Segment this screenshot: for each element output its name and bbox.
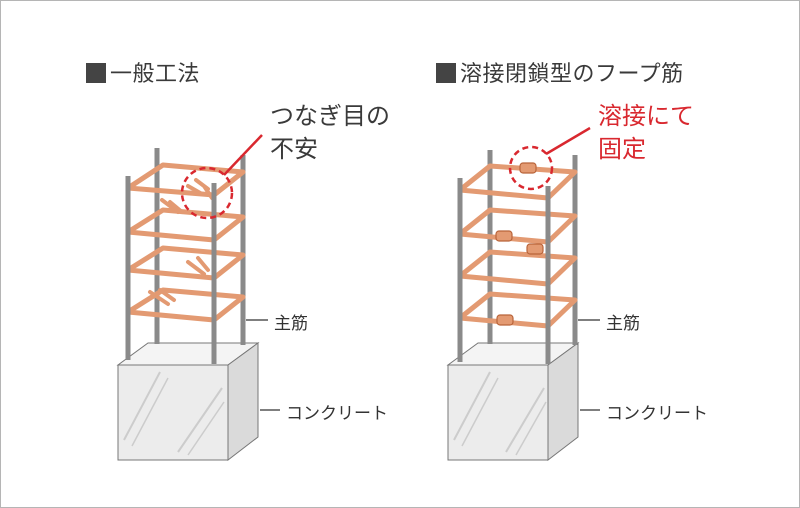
- left-hoops: [125, 162, 246, 323]
- hoop-1: [125, 162, 246, 198]
- concrete-side-face: [227, 342, 259, 462]
- right-hoops: [457, 163, 578, 329]
- weld-point-4: [496, 314, 514, 326]
- left-rebar-label: 主筋: [274, 314, 308, 334]
- left-column: [116, 134, 280, 462]
- left-hook-ends: [148, 178, 214, 306]
- weld-point-2: [495, 230, 513, 242]
- right-title: 溶接閉鎖型のフープ筋: [436, 56, 684, 88]
- hoop-4: [125, 287, 246, 323]
- left-concrete-block: [116, 342, 260, 462]
- left-note: つなぎ目の 不安: [270, 100, 390, 166]
- square-bullet-icon: [436, 63, 456, 83]
- left-note-line1: つなぎ目の: [270, 102, 390, 130]
- weld-point-3: [526, 243, 544, 255]
- hoop-3: [125, 245, 246, 281]
- weld-point-1: [519, 162, 537, 174]
- hoop-3: [457, 249, 578, 287]
- hoop-4: [457, 291, 578, 329]
- left-concrete-label: コンクリート: [286, 404, 388, 424]
- left-title-text: 一般工法: [110, 62, 201, 87]
- right-highlight-leader: [545, 126, 591, 156]
- left-highlight-circle: [180, 166, 234, 220]
- right-rebar-label: 主筋: [606, 314, 640, 334]
- right-note: 溶接にて 固定: [598, 100, 694, 166]
- concrete-side-face: [547, 342, 579, 462]
- square-bullet-icon: [86, 63, 106, 83]
- right-concrete-label: コンクリート: [606, 404, 708, 424]
- right-highlight-circle: [508, 145, 554, 191]
- right-note-line2: 固定: [598, 135, 646, 163]
- hoop-1: [457, 163, 578, 201]
- left-note-line2: 不安: [270, 135, 318, 163]
- hoop-2: [125, 207, 246, 243]
- right-concrete-block: [446, 342, 580, 462]
- right-note-line1: 溶接にて: [598, 102, 694, 130]
- right-title-text: 溶接閉鎖型のフープ筋: [460, 62, 684, 87]
- left-highlight-leader: [223, 134, 263, 176]
- concrete-front-face: [117, 364, 229, 461]
- hoop-2: [457, 207, 578, 245]
- left-title: 一般工法: [86, 56, 200, 88]
- right-column: [446, 126, 600, 462]
- weld-points: [495, 162, 544, 326]
